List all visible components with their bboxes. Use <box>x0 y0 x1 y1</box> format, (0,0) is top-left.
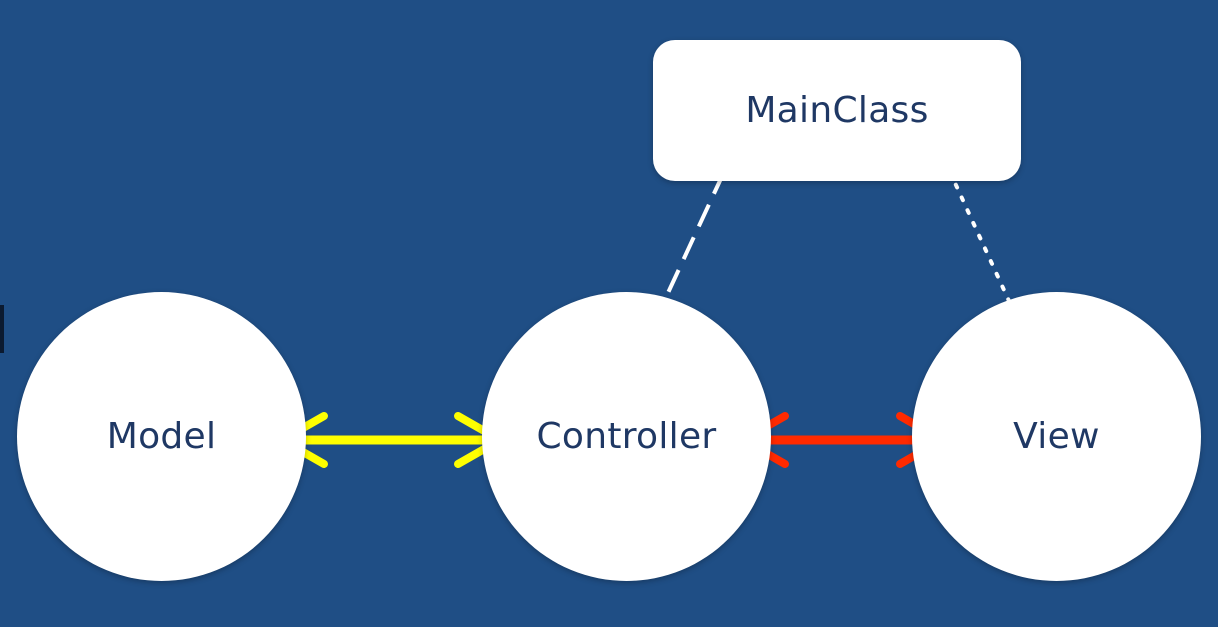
edge-mark <box>0 305 4 353</box>
model-label: Model <box>106 416 217 457</box>
controller-label: Controller <box>536 416 717 457</box>
mainclass-node: MainClass <box>653 40 1021 181</box>
model-node: Model <box>17 292 306 581</box>
model-controller-double-arrow <box>277 412 505 468</box>
view-label: View <box>1013 416 1100 457</box>
controller-node: Controller <box>482 292 771 581</box>
mainclass-controller-dashed-line <box>659 171 726 309</box>
mainclass-label: MainClass <box>745 90 929 131</box>
view-node: View <box>912 292 1201 581</box>
